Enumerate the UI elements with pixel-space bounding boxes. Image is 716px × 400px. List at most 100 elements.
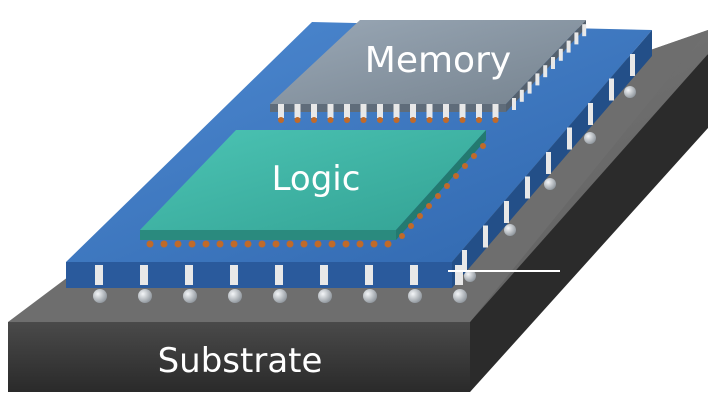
logic-bump [356,240,364,248]
interposer-pin [410,265,418,285]
logic-bump [300,240,308,248]
memory-bump [377,117,383,123]
logic-bumps [146,143,486,248]
memory-pin [278,104,284,118]
solder-ball [408,289,422,303]
substrate-label: Substrate [158,341,323,381]
memory-bump [443,117,449,123]
solder-ball [544,178,556,190]
memory-pin [558,48,563,61]
memory-pin [311,104,317,118]
logic-bump [471,153,477,159]
memory-pin [535,73,540,86]
logic-chip-side [396,130,486,240]
solder-ball [584,132,596,144]
logic-bump [408,223,414,229]
solder-ball [318,289,332,303]
memory-bump [360,117,367,123]
interposer-pin [504,201,509,223]
logic-bump [453,173,459,179]
logic-bump [244,240,252,248]
logic-bump [480,143,486,149]
memory-bump [426,117,433,123]
interposer-pin [483,225,488,248]
memory-label: Memory [365,40,511,81]
logic-bump [328,240,336,248]
memory-bump [476,117,482,123]
logic-bump [370,240,378,248]
solder-ball [504,224,516,236]
logic-bump [384,240,392,248]
memory-pin [459,104,466,118]
substrate-side-face [470,54,708,392]
interposer-pin [630,54,635,76]
logic-bump [314,240,322,248]
logic-bump [272,240,280,248]
logic-bump [258,240,266,248]
solder-ball [183,289,197,303]
logic-bump [216,240,224,248]
memory-pin [476,104,482,118]
logic-bump [435,193,441,199]
memory-pin [327,104,334,118]
interposer-pin [567,127,572,150]
memory-pins [278,24,587,123]
memory-bump [410,117,416,123]
logic-bump [286,240,294,248]
solder-ball [363,289,377,303]
logic-bump [399,233,405,239]
memory-pin [443,104,449,118]
interposer-pin [455,265,463,285]
interposer-pin [185,265,193,285]
memory-pin [566,40,571,53]
solder-ball [453,289,467,303]
memory-chip-top-face [270,20,586,104]
interposer-pin [588,103,593,125]
memory-bump [294,117,301,123]
memory-pin [492,104,499,118]
solder-ball [624,86,636,98]
interposer-side-face [452,30,652,288]
logic-bump [462,163,468,169]
memory-pin [582,24,587,37]
solder-balls [93,86,636,303]
memory-pin [574,32,579,45]
logic-bump [426,203,432,209]
solder-ball [273,289,287,303]
logic-chip [140,130,486,240]
interposer-pin [609,78,614,101]
interposer-pin [95,265,103,285]
interposer-pin [275,265,283,285]
memory-pin [519,89,524,102]
logic-bump [160,240,168,248]
logic-label: Logic [272,159,361,199]
logic-chip-top-face [140,130,486,230]
memory-pin [393,104,400,118]
solder-ball [138,289,152,303]
interposer-pin [462,250,467,272]
interposer-front-face [66,262,452,288]
solder-ball [228,289,242,303]
memory-bump [344,117,350,123]
memory-pin [543,65,548,78]
memory-bump [278,117,284,123]
solder-ball [464,270,476,282]
interposer-pin [525,176,530,199]
memory-pin [551,57,555,69]
memory-pin [426,104,433,118]
logic-bump [417,213,423,219]
memory-bump [492,117,499,123]
interposer-pin [546,152,551,174]
memory-pin [344,104,350,118]
memory-chip-edge [270,104,506,112]
memory-pin [512,98,516,110]
logic-chip-edge [140,230,396,240]
logic-bump [342,240,350,248]
substrate-front-face [8,322,470,392]
memory-pin [527,81,532,94]
memory-pin [294,104,301,118]
logic-bump [202,240,210,248]
interposer-pins [95,54,635,285]
